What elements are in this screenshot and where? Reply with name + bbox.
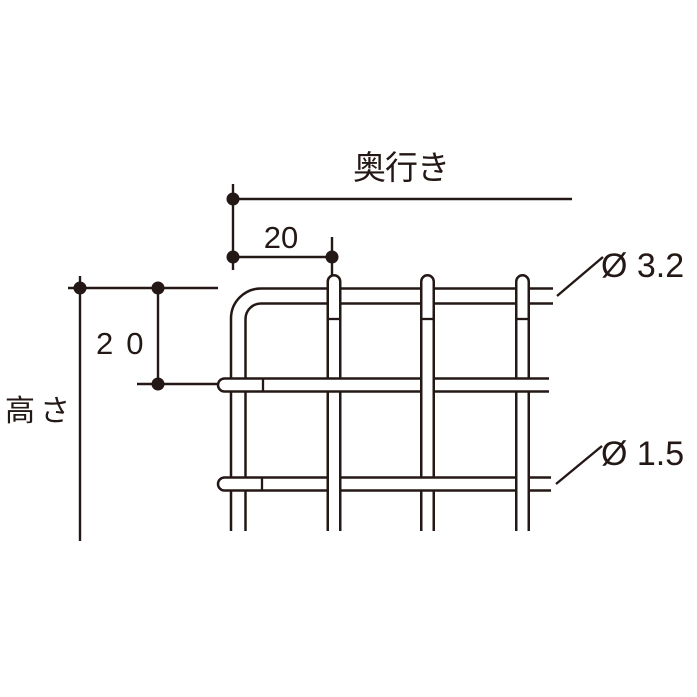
pitch-value-top: 20	[263, 220, 299, 255]
dim-dot	[73, 281, 87, 295]
horizontal-wire-2	[216, 470, 551, 498]
pitch-value-left: 20	[96, 326, 157, 361]
dimension-dots	[73, 192, 339, 391]
frame-wire-inner-edge	[244, 302, 553, 531]
mesh-wire-diameter-label: Ø 1.5	[601, 435, 685, 473]
frame-wire-body	[231, 288, 553, 531]
dim-dot	[151, 377, 165, 391]
height-label: 高さ	[5, 395, 75, 428]
dimension-lines	[68, 184, 604, 541]
frame-dia-leader-line	[556, 256, 604, 297]
dim-dot	[151, 281, 165, 295]
horizontal-wire-2-body	[216, 476, 551, 492]
horizontal-wire-1	[216, 371, 549, 399]
crossing-patch-v3	[515, 470, 530, 498]
dim-dot	[325, 250, 339, 264]
vertical-wire-2	[420, 274, 435, 531]
mesh-wires	[216, 274, 553, 531]
dim-dot	[226, 192, 240, 206]
crossing-patch-v1	[326, 470, 342, 498]
frame-wire	[229, 287, 553, 531]
vertical-wire-1	[326, 274, 342, 531]
dim-dot	[226, 250, 240, 264]
depth-label: 奥行き	[353, 149, 450, 186]
mesh-dia-leader-line	[555, 445, 603, 485]
frame-wire-diameter-label: Ø 3.2	[601, 247, 685, 285]
frame-wire-outer-edge	[229, 287, 553, 531]
vertical-wire-3	[515, 274, 530, 531]
horizontal-wire-1-body	[216, 377, 549, 393]
crossing-patch-v2	[420, 371, 435, 399]
